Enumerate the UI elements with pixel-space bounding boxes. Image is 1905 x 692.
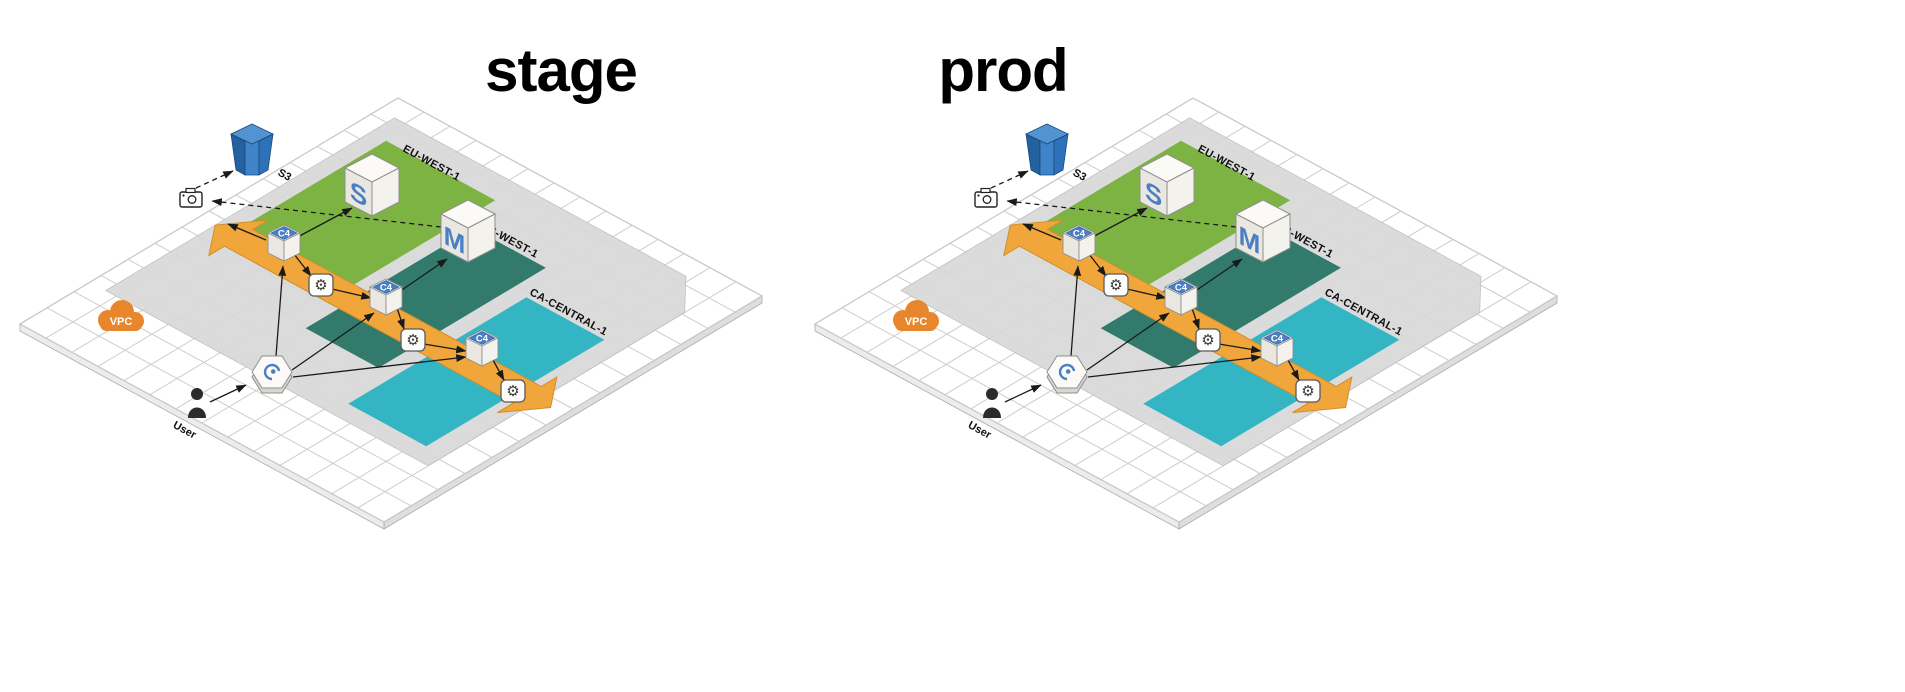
stage-architecture-diagram <box>20 98 762 529</box>
prod-title: prod <box>938 37 1068 104</box>
prod-architecture-diagram <box>815 98 1557 529</box>
stage-title: stage <box>485 37 638 104</box>
